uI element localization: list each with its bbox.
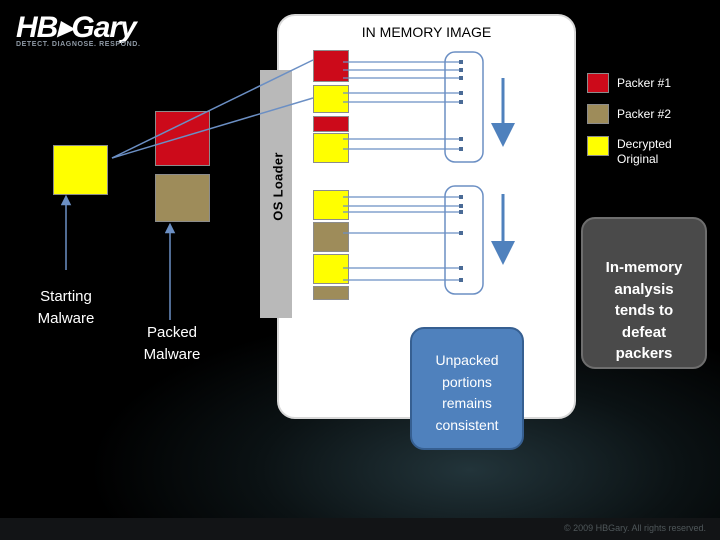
legend-label-packer1: Packer #1 [617,76,672,90]
memory-block-yellow [313,133,349,163]
memory-block-khaki [313,286,349,300]
legend-label-decrypted: Decrypted Original [617,137,672,166]
legend-label-packer2: Packer #2 [617,107,672,121]
memory-block-yellow [313,190,349,220]
memory-block-red [313,50,349,82]
upper-connectors [343,61,460,150]
legend-swatch-decrypted [587,136,609,156]
memory-image-title: IN MEMORY IMAGE [361,24,492,40]
packed-malware-label: Packed Malware [143,324,201,363]
load-line [111,97,314,159]
legend-swatch-packer1 [587,73,609,93]
memory-block-yellow [313,254,349,284]
memory-block-red [313,116,349,132]
memory-block-yellow [313,85,349,113]
logo-text: HB▸Gary [16,11,137,44]
starting-malware-block [53,145,108,195]
analysis-note-box [581,217,707,369]
hbgary-logo: HB▸Gary [16,11,137,44]
load-line [111,59,314,159]
connector-dots [459,60,463,282]
footer-bar [0,518,720,540]
starting-malware-label: Starting Malware [37,288,95,327]
lower-connectors [343,196,460,281]
analysis-note-text: In-memory analysis tends to defeat packe… [605,259,683,362]
os-loader-bar [260,70,292,318]
logo-tagline: DETECT. DIAGNOSE. RESPOND. [16,41,141,48]
unpacked-note-box [410,327,524,450]
copyright-text: © 2009 HBGary. All rights reserved. [563,523,706,533]
packed-block-packer2 [155,174,210,222]
legend-swatch-packer2 [587,104,609,124]
memory-block-khaki [313,222,349,252]
upper-group-bracket [444,51,484,163]
packed-block-packer1 [155,111,210,166]
lower-group-bracket [444,185,484,295]
unpacked-note-text: Unpacked portions remains consistent [435,352,499,433]
